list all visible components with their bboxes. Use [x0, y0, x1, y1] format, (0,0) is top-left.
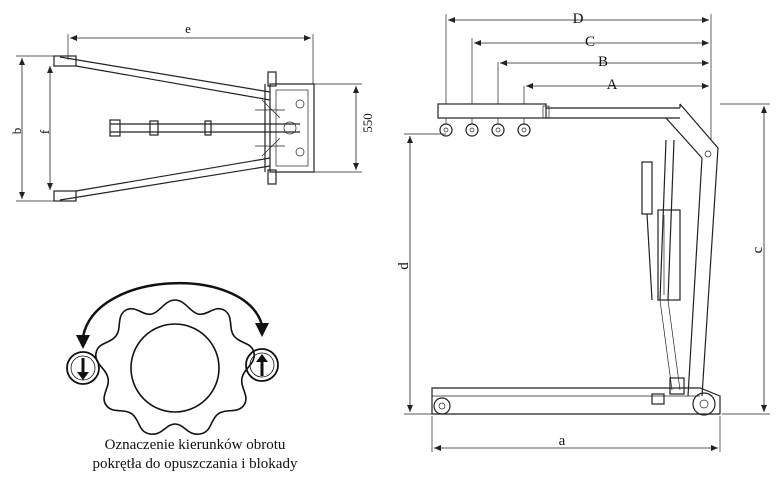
knob-rotation-diagram	[66, 281, 279, 435]
knob-icon	[95, 299, 255, 435]
rotation-arrowhead-left	[76, 335, 90, 349]
rotation-arrow-curve	[81, 281, 264, 338]
rotation-arrowhead-right	[255, 323, 269, 337]
dimension-A-label: A	[607, 77, 618, 93]
dimension-550-label: 550	[360, 113, 375, 133]
dimension-C-label: C	[585, 34, 595, 50]
dimension-B-label: B	[598, 54, 608, 70]
arrow-down-icon	[66, 351, 100, 385]
dimension-D-label: D	[573, 11, 584, 27]
knob-caption-line1: Oznaczenie kierunków obrotu	[104, 437, 286, 453]
knob-center-circle	[130, 323, 220, 413]
dimension-a-label: a	[559, 433, 566, 449]
arrow-up-icon	[245, 348, 279, 382]
dimension-e-label: e	[185, 21, 191, 36]
side-view-drawing: D C B A	[396, 11, 770, 452]
dimension-f-label: f	[37, 129, 52, 134]
knob-caption: Oznaczenie kierunków obrotu pokrętła do …	[40, 436, 350, 474]
hook-positions	[439, 118, 531, 137]
boom-extension	[437, 103, 547, 119]
dimension-c-label: c	[750, 246, 766, 253]
knob-caption-line2: pokrętła do opuszczania i blokady	[92, 456, 298, 472]
dimension-b-label: b	[9, 128, 24, 135]
top-view-drawing: e b f	[9, 21, 375, 202]
dimension-d-label: d	[396, 262, 412, 270]
